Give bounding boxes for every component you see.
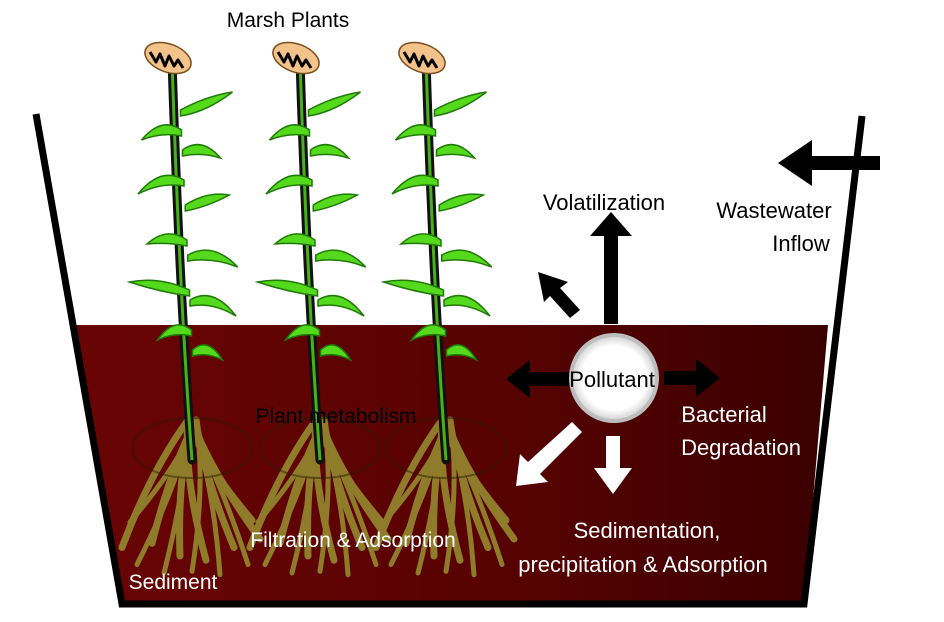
wastewater-inflow-label-line2: Inflow [772,231,830,256]
volatilization-label: Volatilization [543,190,665,215]
sedimentation-label-line1: Sedimentation, [574,518,721,543]
pollutant-label: Pollutant [569,367,655,392]
volatilization-arrow-diagonal [538,272,580,318]
filtration-adsorption-label: Filtration & Adsorption [250,529,455,552]
bacterial-degradation-label-line1: Bacterial [681,402,767,427]
diagram-title: Marsh Plants [227,9,350,32]
sediment-label: Sediment [129,571,218,594]
wastewater-inflow-label-line1: Wastewater [716,198,831,223]
volatilization-arrow-up [590,212,632,324]
bacterial-degradation-label-line2: Degradation [681,435,801,460]
wastewater-inflow-arrow [778,140,880,186]
plant-metabolism-label: Plant metabolism [255,405,416,428]
sedimentation-label-line2: precipitation & Adsorption [518,552,768,577]
